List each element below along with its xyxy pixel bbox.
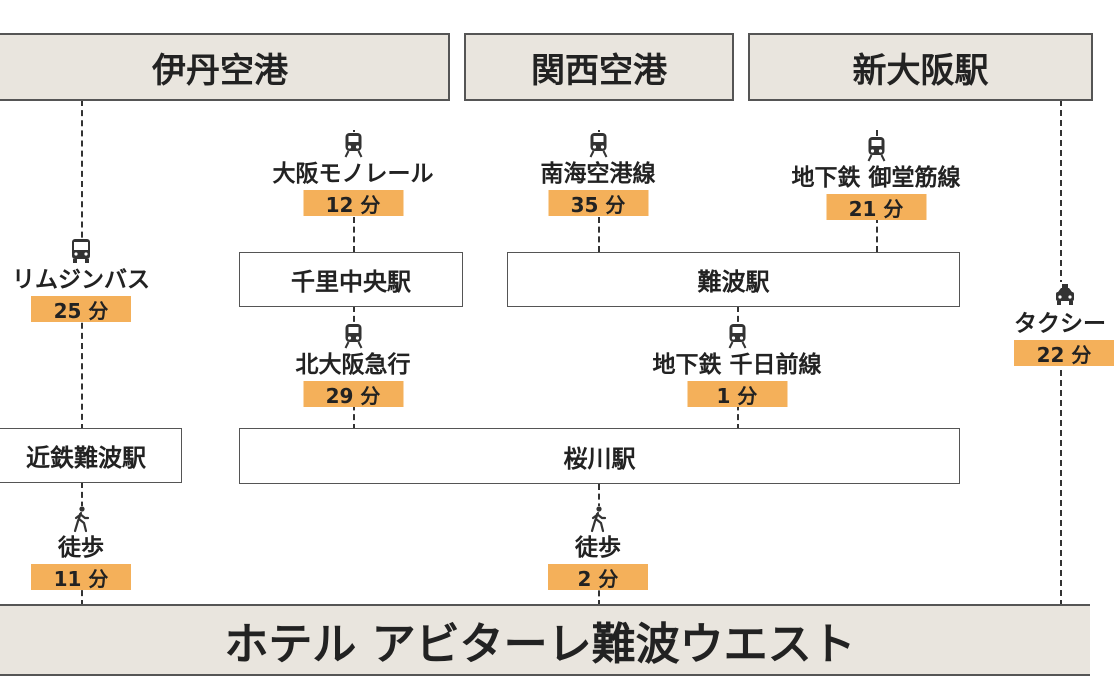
segment-label: 徒歩 [58,535,104,561]
segment-time-badge: 29 分 [303,381,403,408]
station-sakuragawa: 桜川駅 [239,428,960,484]
segment-nankai: 南海空港線 35 分 [538,132,658,217]
segment-label: 地下鉄 千日前線 [652,352,822,378]
segment-label: タクシー [1014,311,1106,337]
segment-time-badge: 22 分 [1014,340,1114,367]
origin-kansai-airport: 関西空港 [464,33,734,101]
walking-person-icon [73,506,90,533]
segment-label: 地下鉄 御堂筋線 [791,165,961,191]
station-kintetsu-namba: 近鉄難波駅 [0,428,182,483]
segment-sennichimae: 地下鉄 千日前線 1 分 [650,323,824,408]
train-icon [589,133,607,158]
station-namba: 難波駅 [507,252,960,307]
segment-time-badge: 1 分 [686,381,787,408]
segment-label: 大阪モノレール [272,161,434,187]
segment-label: 南海空港線 [540,161,656,187]
segment-label: 北大阪急行 [295,352,411,378]
destination-hotel: ホテル アビターレ難波ウエスト [0,604,1090,676]
segment-limousine-bus: リムジンバス 25 分 [10,238,152,323]
walking-person-icon [590,506,607,533]
taxi-icon [1056,284,1074,305]
segment-taxi: タクシー 22 分 [1012,282,1116,367]
bus-icon [72,239,90,263]
train-icon [344,133,362,158]
segment-walk-kintetsu: 徒歩 11 分 [29,506,133,591]
segment-walk-sakuragawa: 徒歩 2 分 [546,506,650,591]
train-icon [728,324,746,349]
origin-shin-osaka-station: 新大阪駅 [748,33,1093,101]
origin-itami-airport: 伊丹空港 [0,33,450,101]
segment-time-badge: 25 分 [31,296,131,323]
segment-label: 徒歩 [575,535,621,561]
train-icon [344,324,362,349]
train-icon [867,137,885,162]
segment-time-badge: 12 分 [303,190,403,217]
segment-midosuji: 地下鉄 御堂筋線 21 分 [789,136,963,221]
segment-time-badge: 21 分 [825,194,926,221]
station-senri-chuo: 千里中央駅 [239,252,463,307]
segment-monorail: 大阪モノレール 12 分 [270,132,436,217]
segment-time-badge: 2 分 [548,564,648,591]
segment-kitakyu: 北大阪急行 29 分 [293,323,413,408]
segment-time-badge: 11 分 [31,564,131,591]
segment-time-badge: 35 分 [548,190,648,217]
segment-label: リムジンバス [12,267,150,293]
